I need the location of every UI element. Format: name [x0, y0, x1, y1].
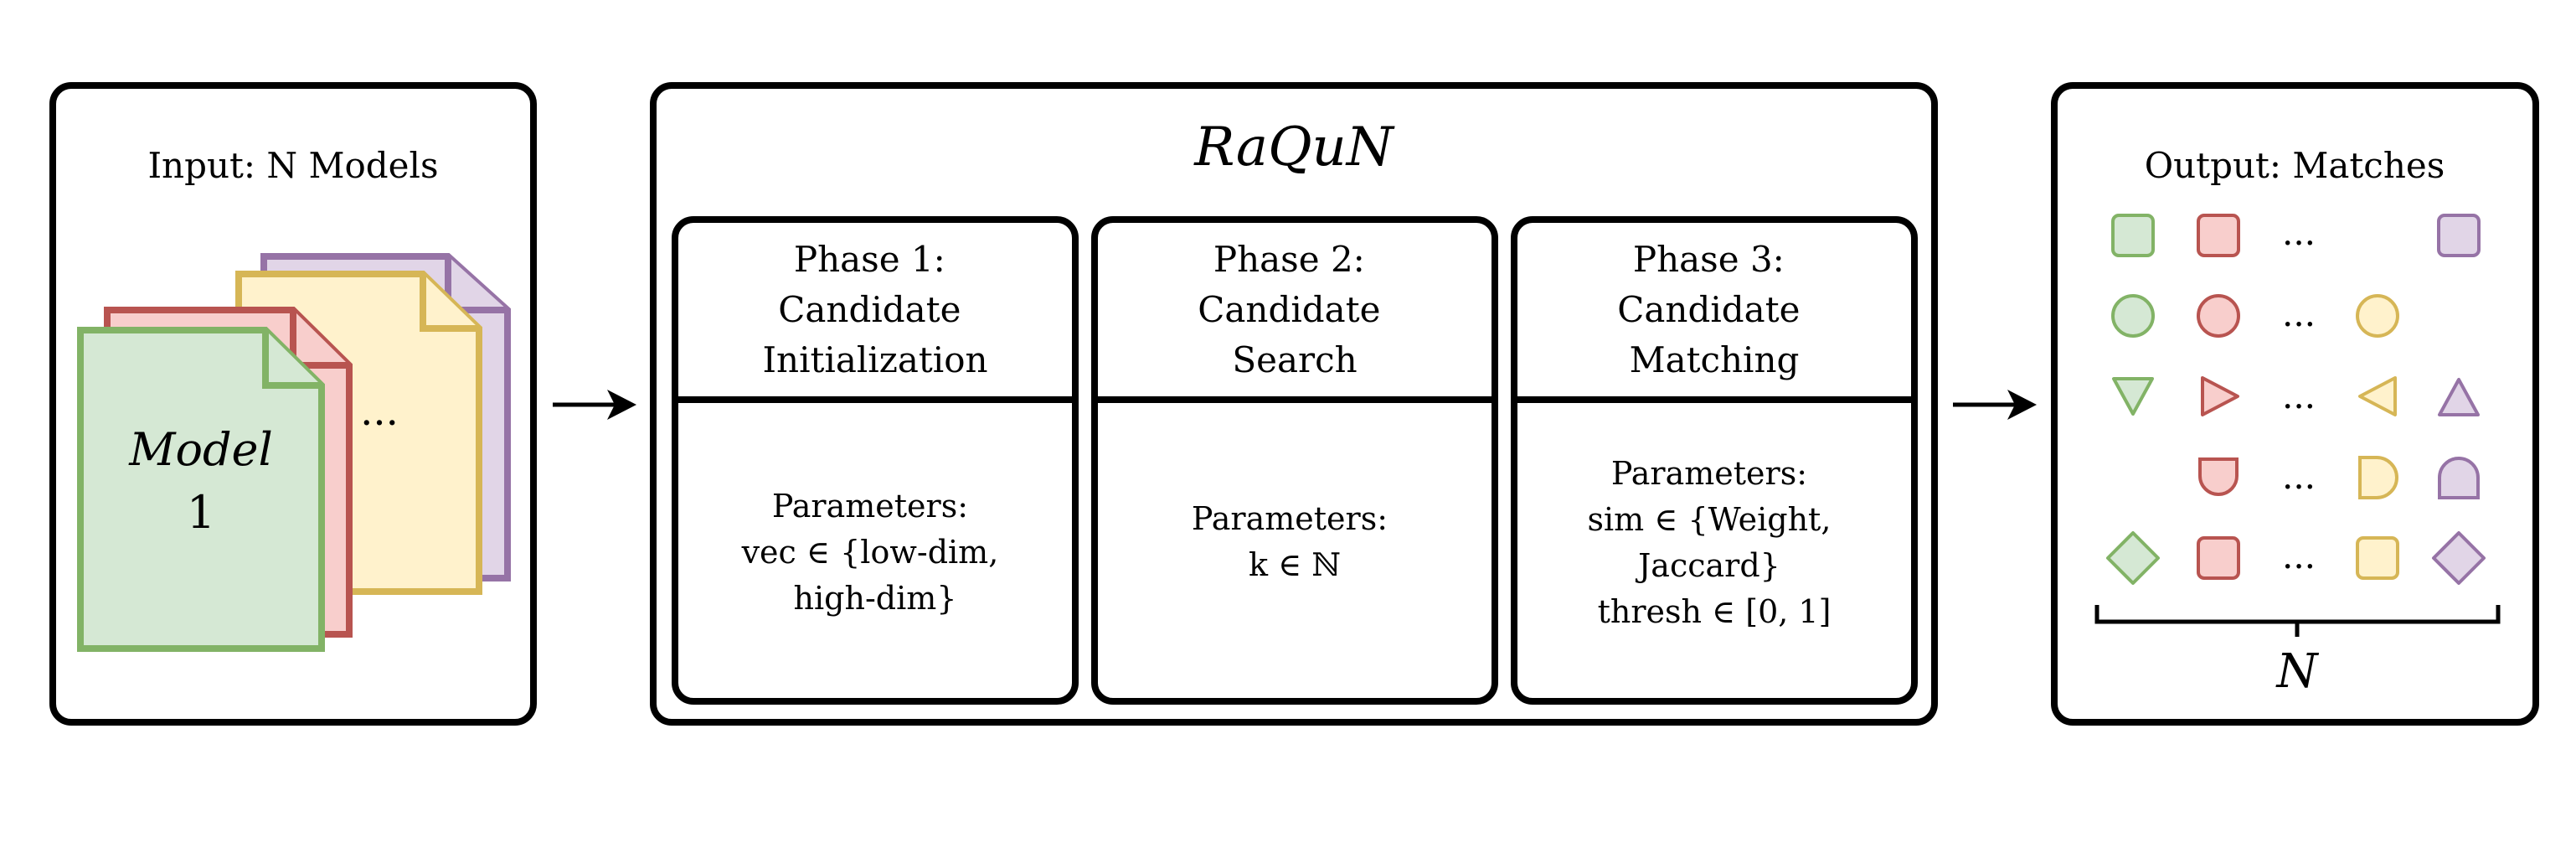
- match-diamond-green: [2106, 531, 2160, 585]
- document-green: [77, 327, 325, 652]
- phase-1-box: Phase 1: Candidate Initialization Parame…: [672, 216, 1079, 705]
- match-square-red: [2197, 214, 2240, 257]
- output-title: Output: Matches: [2145, 145, 2445, 186]
- input-panel: Input: N Models ... Model 1: [49, 82, 537, 726]
- match-circle-green: [2111, 294, 2155, 338]
- match-triangle-up-purple: [2438, 378, 2480, 416]
- model-label: Model: [128, 423, 273, 476]
- phase-2-title: Phase 2: Candidate Search: [1198, 239, 1392, 380]
- input-title: Input: N Models: [147, 145, 438, 186]
- match-square-purple: [2437, 214, 2481, 257]
- phase-3-parameters: Parameters: sim ∈ {Weight, Jaccard} thre…: [1588, 455, 1842, 630]
- row-3-ellipsis: ...: [2282, 375, 2316, 416]
- raqun-title: RaQuN: [1193, 116, 1395, 178]
- count-brace: [2094, 605, 2501, 637]
- output-panel-frame: [2051, 82, 2539, 726]
- phase-2-parameters: Parameters: k ∈ ℕ: [1192, 500, 1398, 583]
- phase-3-box: Phase 3: Candidate Matching Parameters: …: [1511, 216, 1918, 705]
- phase-1-parameters: Parameters: vec ∈ {low-dim, high-dim}: [741, 488, 1009, 617]
- match-dome-purple: [2438, 457, 2480, 499]
- model-number: 1: [187, 486, 215, 539]
- arrow-input-to-raqun: [553, 390, 636, 420]
- match-square-red-2: [2197, 536, 2240, 580]
- match-circle-yellow: [2356, 294, 2399, 338]
- row-1-ellipsis: ...: [2282, 212, 2316, 253]
- match-triangle-left-yellow: [2358, 376, 2397, 416]
- match-square-green: [2111, 214, 2155, 257]
- match-square-yellow: [2356, 536, 2399, 580]
- match-circle-red: [2197, 294, 2240, 338]
- output-panel: Output: Matches ... ... ... ... ... N: [2051, 82, 2539, 726]
- match-triangle-right-red: [2201, 376, 2239, 416]
- phase-1-title: Phase 1: Candidate Initialization: [762, 239, 987, 380]
- row-2-ellipsis: ...: [2282, 293, 2316, 334]
- match-shield-red: [2198, 457, 2239, 496]
- phase-3-title: Phase 3: Candidate Matching: [1617, 239, 1811, 380]
- match-diamond-purple: [2432, 531, 2486, 585]
- input-ellipsis: ...: [360, 388, 399, 435]
- phase-2-box: Phase 2: Candidate Search Parameters: k …: [1091, 216, 1498, 705]
- row-5-ellipsis: ...: [2282, 535, 2316, 576]
- row-4-ellipsis: ...: [2282, 456, 2316, 497]
- raqun-panel: RaQuN Phase 1: Candidate Initialization …: [650, 82, 1938, 726]
- brace-label: N: [2275, 644, 2320, 699]
- arrow-raqun-to-output: [1953, 390, 2037, 420]
- match-triangle-down-green: [2112, 377, 2154, 416]
- match-half-right-yellow: [2358, 456, 2398, 499]
